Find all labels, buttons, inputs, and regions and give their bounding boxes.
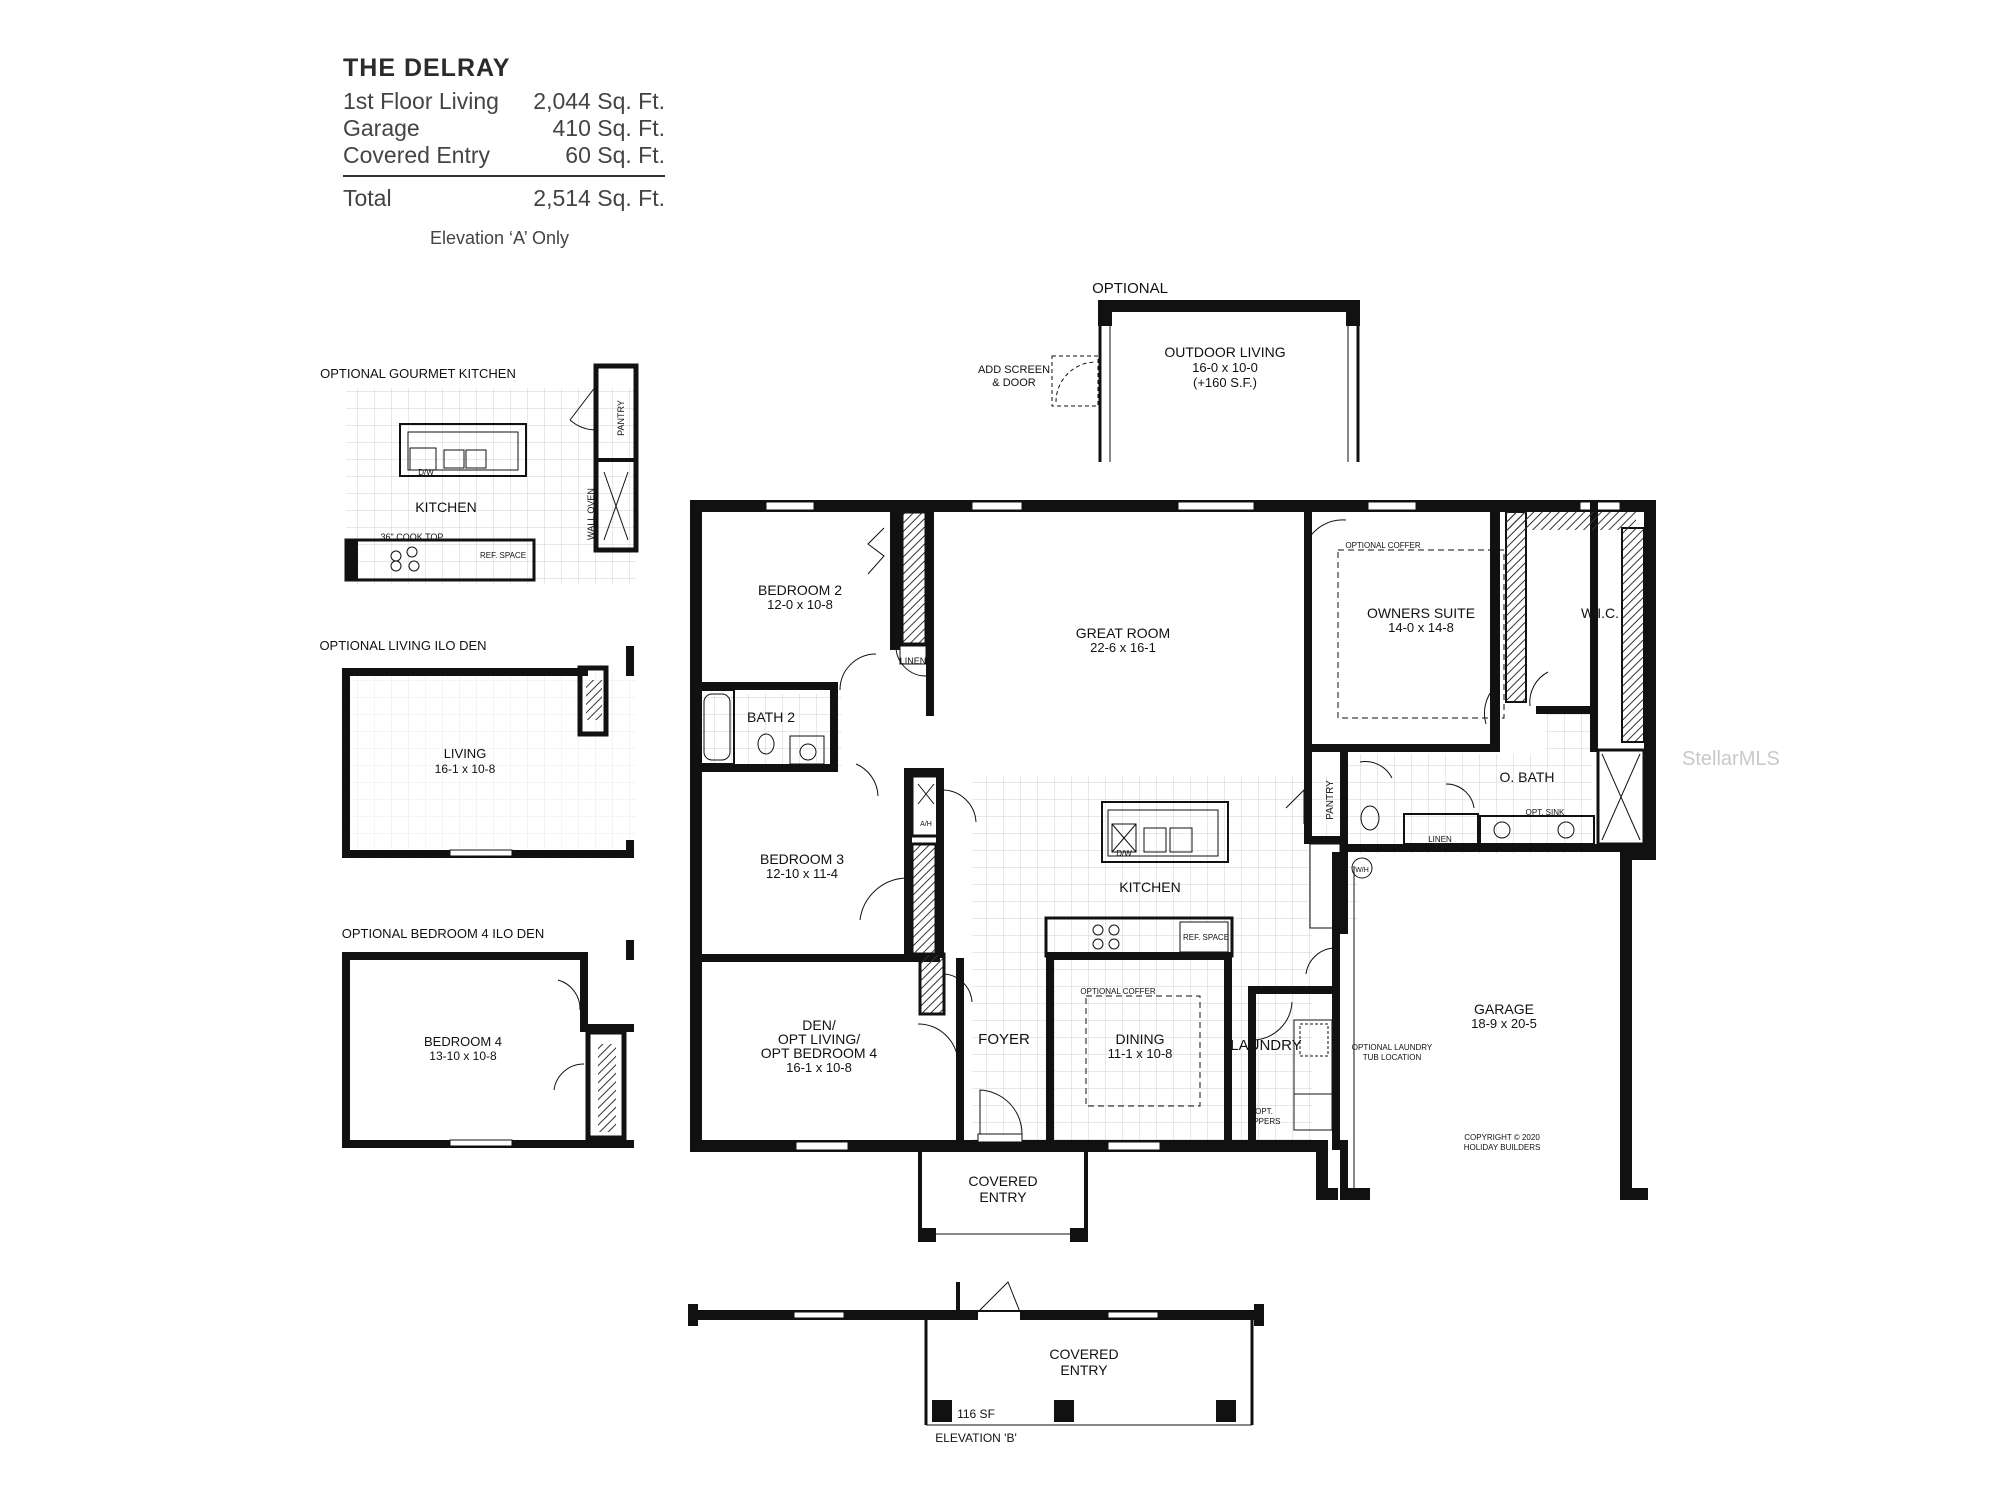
owners-suite-size: 14-0 x 14-8 (1388, 620, 1454, 635)
area-row-living: 1st Floor Living 2,044 Sq. Ft. (343, 88, 665, 115)
gourmet-dw-label: D/W (418, 468, 434, 477)
owners-suite-label: OWNERS SUITE (1367, 605, 1475, 621)
plan-title: THE DELRAY (343, 54, 511, 82)
outdoor-living-size: 16-0 x 10-0 (1192, 360, 1258, 375)
linen-label-2: LINEN (1428, 835, 1452, 844)
outdoor-living-label: OUTDOOR LIVING (1164, 344, 1285, 360)
area-label: 1st Floor Living (343, 88, 499, 114)
opt-laundry-tub-label-1: OPTIONAL LAUNDRY (1352, 1043, 1433, 1052)
foyer-label: FOYER (978, 1031, 1030, 1048)
dining-label: DINING (1116, 1031, 1165, 1047)
wall-oven-label: WALL OVEN (586, 488, 596, 540)
area-row-covered-entry: Covered Entry 60 Sq. Ft. (343, 142, 665, 169)
optional-coffer-label-2: OPTIONAL COFFER (1080, 987, 1155, 996)
area-row-total: Total 2,514 Sq. Ft. (343, 185, 665, 212)
kitchen-label: KITCHEN (1119, 879, 1180, 895)
elevation-b-label: ELEVATION 'B' (935, 1431, 1017, 1445)
bath2-label: BATH 2 (747, 709, 795, 725)
den-opt-living-label: OPT LIVING/ (778, 1031, 860, 1047)
outdoor-living-sf: (+160 S.F.) (1193, 375, 1257, 390)
air-handler-label: A/H (920, 821, 932, 828)
total-value: 2,514 Sq. Ft. (533, 185, 665, 211)
covered-entry-a-label-2: ENTRY (979, 1189, 1027, 1205)
den-label: DEN/ (802, 1017, 836, 1033)
opt-uppers-label-2: UPPERS (1248, 1117, 1281, 1126)
optional-living-ilo-den (342, 646, 636, 860)
bedroom2-size: 12-0 x 10-8 (767, 597, 833, 612)
opt-uppers-label-1: OPT. (1255, 1107, 1273, 1116)
linen-label-1: LINEN (900, 656, 927, 666)
copyright-label: COPYRIGHT © 2020 (1464, 1133, 1540, 1142)
area-value: 410 Sq. Ft. (552, 115, 665, 141)
opt-sink-label: OPT. SINK (1526, 808, 1565, 817)
main-plan (690, 500, 1656, 1242)
den-size: 16-1 x 10-8 (786, 1060, 852, 1075)
optional-outdoor-living (1051, 300, 1360, 462)
total-label: Total (343, 185, 392, 211)
gourmet-kitchen-label: KITCHEN (415, 499, 476, 515)
bedroom2-label: BEDROOM 2 (758, 582, 842, 598)
living-label: LIVING (444, 746, 487, 761)
gourmet-pantry-label: PANTRY (616, 400, 626, 436)
optional-gourmet-kitchen (344, 363, 639, 584)
area-value: 2,044 Sq. Ft. (533, 88, 665, 114)
garage-label: GARAGE (1474, 1001, 1534, 1017)
great-room-size: 22-6 x 16-1 (1090, 640, 1156, 655)
ref-space-label: REF. SPACE (1183, 933, 1229, 942)
opt-gourmet-kitchen-title: OPTIONAL GOURMET KITCHEN (320, 366, 516, 381)
cook-top-label: 36" COOK TOP (381, 532, 444, 542)
dw-label: D/W (1116, 849, 1132, 858)
bedroom4-size: 13-10 x 10-8 (429, 1049, 497, 1063)
gourmet-ref-space-label: REF. SPACE (480, 551, 526, 560)
bedroom4-label: BEDROOM 4 (424, 1034, 502, 1049)
garage-size: 18-9 x 20-5 (1471, 1016, 1537, 1031)
optional-bedroom4-ilo-den (342, 940, 634, 1148)
dining-size: 11-1 x 10-8 (1108, 1046, 1173, 1061)
and-door-label: & DOOR (992, 377, 1035, 389)
covered-entry-a-label-1: COVERED (968, 1173, 1037, 1189)
pantry-label: PANTRY (1325, 780, 1336, 820)
bedroom3-size: 12-10 x 11-4 (766, 866, 838, 881)
wic-label: W.I.C. (1581, 605, 1619, 621)
builder-label: HOLIDAY BUILDERS (1464, 1143, 1541, 1152)
covered-entry-b-label-1: COVERED (1049, 1346, 1118, 1362)
laundry-label: LAUNDRY (1230, 1037, 1301, 1054)
opt-bedroom4-ilo-den-title: OPTIONAL BEDROOM 4 ILO DEN (342, 926, 545, 941)
bedroom3-label: BEDROOM 3 (760, 851, 844, 867)
optional-coffer-label-1: OPTIONAL COFFER (1345, 541, 1420, 550)
area-row-garage: Garage 410 Sq. Ft. (343, 115, 665, 142)
den-opt-bedroom-label: OPT BEDROOM 4 (761, 1045, 878, 1061)
add-screen-label: ADD SCREEN (978, 364, 1050, 376)
area-116-sf-label: 116 SF (957, 1407, 995, 1421)
water-heater-label: W/H (1355, 867, 1369, 874)
opt-laundry-tub-label-2: TUB LOCATION (1363, 1053, 1422, 1062)
area-label: Covered Entry (343, 142, 491, 168)
area-value: 60 Sq. Ft. (565, 142, 665, 168)
o-bath-label: O. BATH (1500, 769, 1555, 785)
optional-outdoor-label: OPTIONAL (1092, 280, 1168, 297)
total-divider (343, 175, 665, 177)
elevation-b-covered-entry (688, 1281, 1264, 1426)
area-label: Garage (343, 115, 420, 141)
great-room-label: GREAT ROOM (1076, 625, 1170, 641)
opt-living-ilo-den-title: OPTIONAL LIVING ILO DEN (319, 638, 486, 653)
watermark: StellarMLS (1682, 748, 1780, 770)
elevation-note: Elevation ‘A’ Only (430, 228, 570, 248)
living-size: 16-1 x 10-8 (435, 762, 496, 776)
covered-entry-b-label-2: ENTRY (1060, 1362, 1108, 1378)
